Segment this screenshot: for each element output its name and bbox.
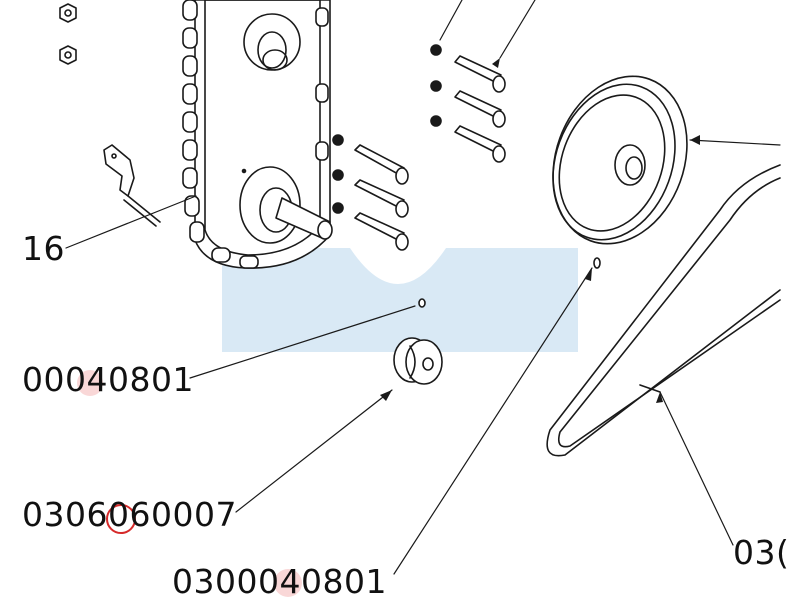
large-pulley	[552, 75, 688, 245]
bracket-part	[103, 144, 161, 227]
part-label-00040801: 00040801	[22, 360, 194, 399]
part-label-0306060007: 0306060007	[22, 495, 237, 534]
chain-gearbox-housing	[194, 0, 333, 269]
chain-links	[182, 0, 329, 269]
pin-part	[418, 298, 426, 308]
part-label-right-cut: 03(	[733, 536, 790, 569]
leader-lines	[65, 0, 781, 575]
marker-ring	[106, 504, 136, 534]
bolt-set-middle	[332, 134, 409, 251]
highlight-dot	[77, 370, 103, 396]
arrowheads	[380, 58, 700, 403]
pin-part-2	[593, 257, 601, 269]
small-pulley	[393, 337, 443, 385]
v-belt	[546, 164, 781, 457]
highlight-dot	[274, 569, 302, 597]
part-label-0300040801: 0300040801	[172, 562, 387, 601]
nut-top-left	[59, 3, 77, 65]
bolt-set-upper	[430, 44, 506, 163]
part-label-16: 16	[22, 229, 65, 268]
